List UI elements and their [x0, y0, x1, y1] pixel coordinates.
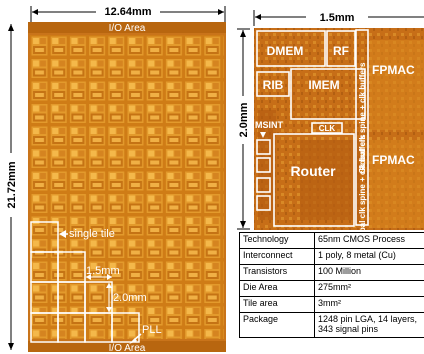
tile-width-small-label: 1.5mm — [86, 265, 120, 277]
tile-height-label: 2.0mm — [238, 102, 250, 137]
spec-key: Transistors — [240, 265, 315, 281]
spec-row: Tile area 3mm² — [240, 297, 424, 313]
spec-value: 1248 pin LGA, 14 layers, 343 signal pins — [315, 313, 424, 338]
spec-value: 3mm² — [315, 297, 424, 313]
spec-row: Transistors 100 Million — [240, 265, 424, 281]
spec-value: 65nm CMOS Process — [315, 233, 424, 249]
spec-row: Package 1248 pin LGA, 14 layers, 343 sig… — [240, 313, 424, 338]
fpmac-bottom-label: FPMAC — [372, 153, 415, 167]
spec-key: Technology — [240, 233, 315, 249]
dmem-label: DMEM — [267, 44, 304, 58]
spec-key: Package — [240, 313, 315, 338]
spec-row: Technology 65nm CMOS Process — [240, 233, 424, 249]
spec-value: 1 poly, 8 metal (Cu) — [315, 249, 424, 265]
msint-label: MSINT — [255, 120, 284, 130]
spec-value: 100 Million — [315, 265, 424, 281]
imem-label: IMEM — [308, 78, 339, 92]
io-area-top-label: I/O Area — [109, 23, 146, 34]
spec-key: Tile area — [240, 297, 315, 313]
spec-row: Interconnect 1 poly, 8 metal (Cu) — [240, 249, 424, 265]
single-tile-label: single tile — [69, 228, 115, 240]
spec-key: Die Area — [240, 281, 315, 297]
fpmac-top-label: FPMAC — [372, 63, 415, 77]
tile-width-label: 1.5mm — [320, 12, 355, 24]
rf-label: RF — [333, 44, 349, 58]
spec-key: Interconnect — [240, 249, 315, 265]
pll-label: PLL — [142, 324, 162, 336]
rib-label: RIB — [263, 78, 284, 92]
die-width-label: 12.64mm — [104, 6, 151, 18]
clock-spine-bottom-label: Global clk spine + clk buffers — [358, 134, 367, 245]
spec-value: 275mm² — [315, 281, 424, 297]
tile-height-small-label: 2.0mm — [113, 292, 147, 304]
router-label: Router — [290, 163, 336, 179]
spec-row: Die Area 275mm² — [240, 281, 424, 297]
clk-label: CLK — [319, 124, 336, 133]
io-area-bottom-label: I/O Area — [109, 343, 146, 354]
die-height-label: 21.72mm — [6, 161, 18, 208]
specs-table: Technology 65nm CMOS Process Interconnec… — [239, 232, 424, 338]
